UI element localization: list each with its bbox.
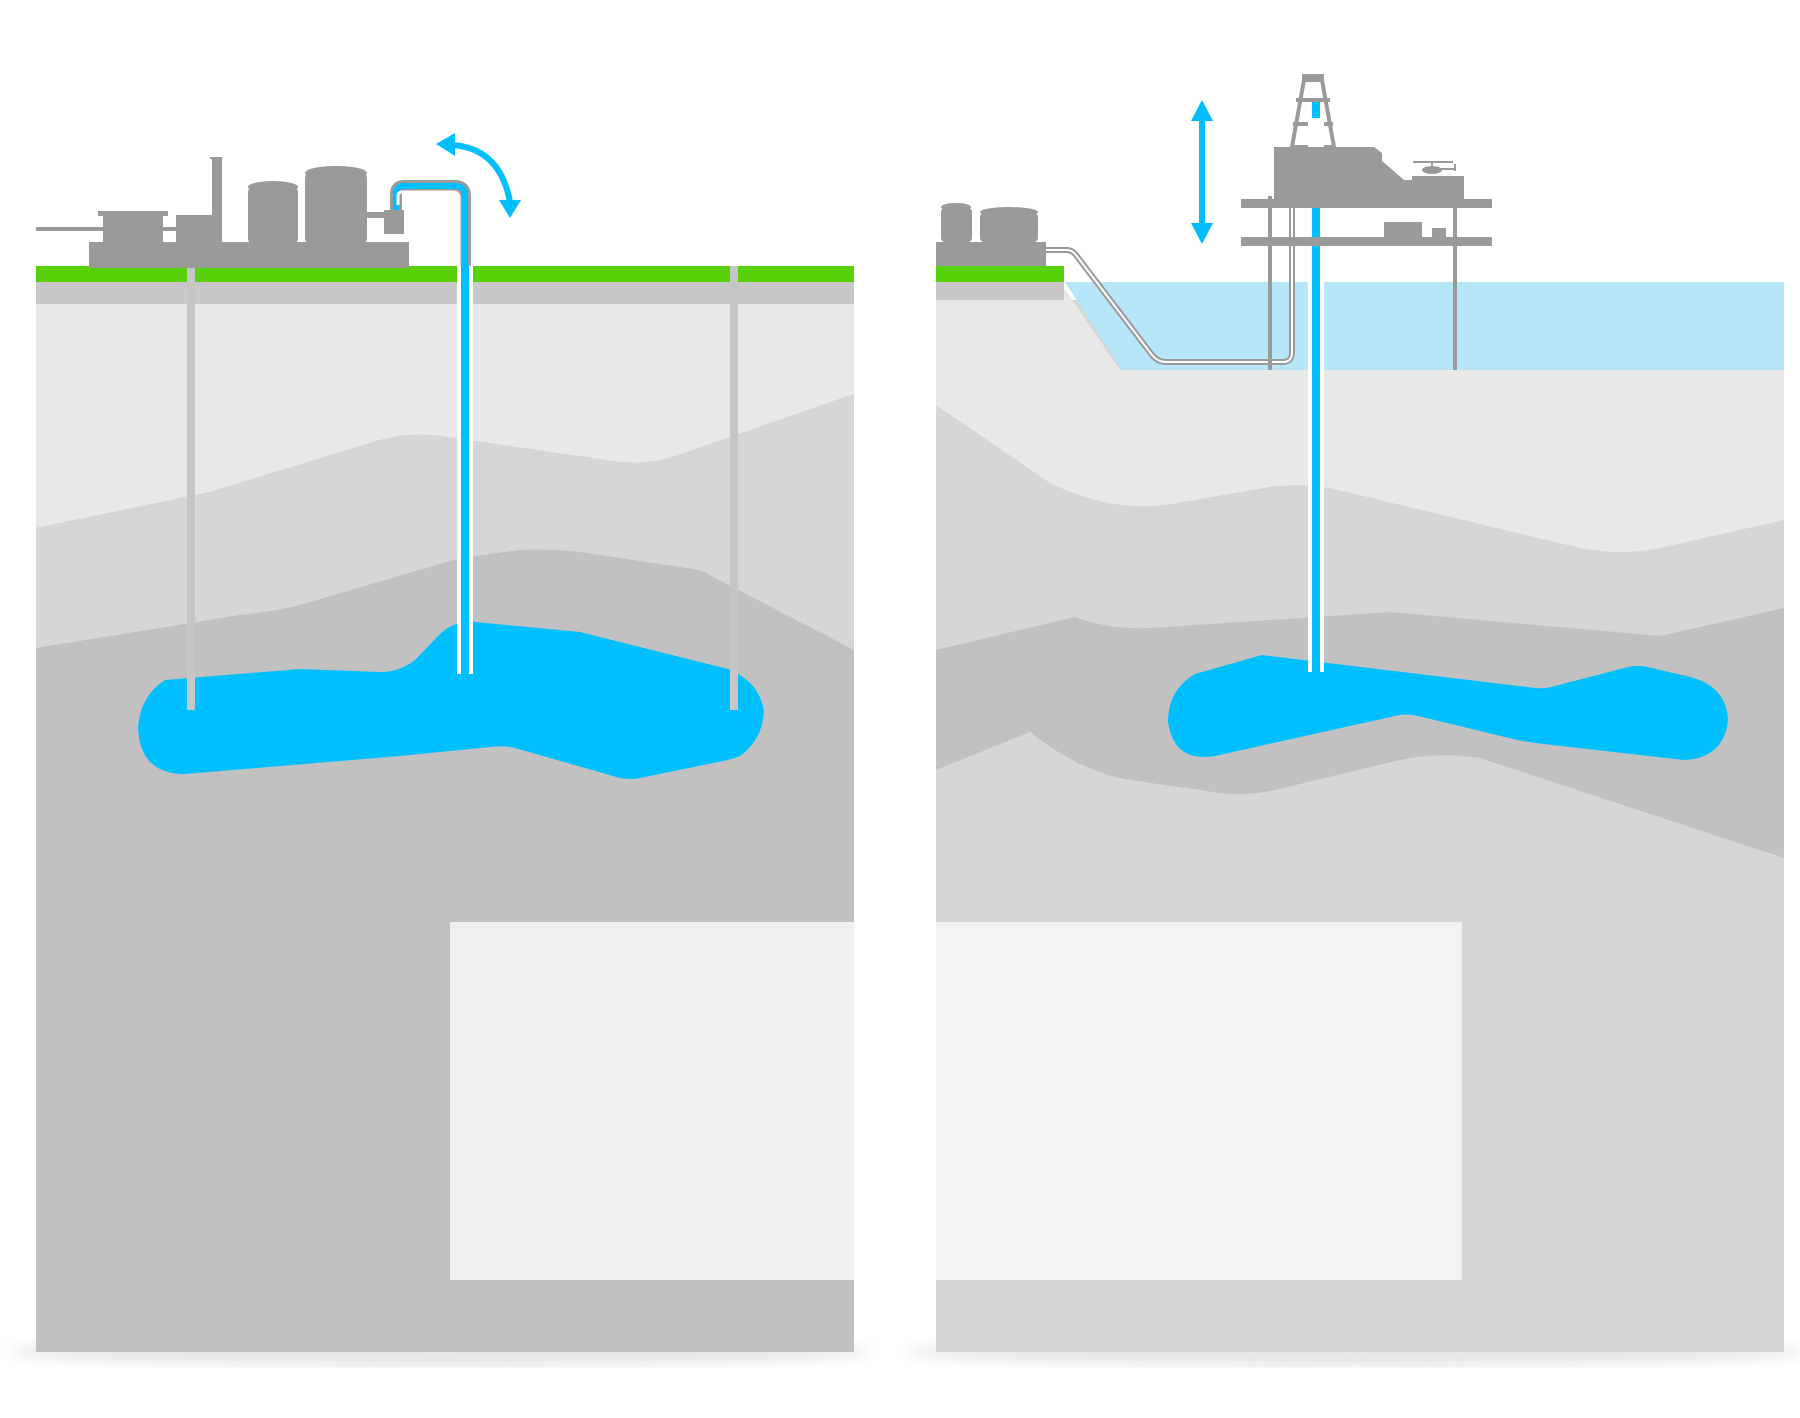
shore-tank-large <box>980 213 1038 242</box>
left-label-text <box>453 924 853 1278</box>
helicopter-icon <box>1413 161 1456 174</box>
lower-module-small <box>1432 228 1446 237</box>
platform-leg-2 <box>1453 196 1457 370</box>
shore-strip <box>936 282 1064 300</box>
chimney <box>212 157 222 215</box>
offshore-panel <box>906 74 1800 1366</box>
tank-small-top <box>248 181 298 193</box>
sea-water <box>1065 282 1784 370</box>
storage-tank-large <box>305 174 367 243</box>
derrick-rung-1 <box>1296 98 1330 102</box>
derrick-pipe-gap <box>1308 118 1324 147</box>
upper-soil-layer <box>36 302 854 528</box>
connector <box>366 212 386 218</box>
platform-upper-deck <box>1241 199 1492 208</box>
right-label-box <box>936 922 1462 1280</box>
pump-housing <box>384 210 404 234</box>
seabed-sediment-layer <box>936 282 1784 552</box>
subsea-pipeline-highlight <box>1046 200 1293 363</box>
shore-base <box>936 242 1046 266</box>
injection-well-pipe <box>461 266 469 674</box>
tank-large-top <box>305 166 367 180</box>
right-label-text <box>938 924 1462 1278</box>
shore-facility <box>936 203 1046 266</box>
wellhead-pipe-flow <box>393 183 468 266</box>
shore-tank-large-top <box>980 207 1038 217</box>
offshore-platform <box>1241 74 1492 370</box>
vertical-double-arrow-icon <box>1191 100 1213 244</box>
monitoring-well-left <box>187 266 195 710</box>
storage-tank-small <box>248 188 298 243</box>
derrick-top <box>1302 74 1324 80</box>
onshore-plant <box>36 157 409 268</box>
middle-rock-layer <box>36 394 854 650</box>
wellhead-pipe-highlight <box>396 190 461 266</box>
chimney-top <box>210 157 216 159</box>
offshore-aquifer <box>1168 655 1728 760</box>
shore-grass <box>936 266 1064 282</box>
platform-leg-1 <box>1268 196 1272 370</box>
platform-roof-slope <box>1340 147 1404 180</box>
surface-strip <box>36 282 854 304</box>
plant-base <box>89 242 409 268</box>
building-roof <box>98 211 168 216</box>
building-small <box>176 215 222 243</box>
platform-annex <box>1382 180 1412 199</box>
helideck <box>1412 176 1464 199</box>
shore-tank-small-top <box>941 203 971 211</box>
building <box>103 215 163 243</box>
platform-lower-deck <box>1241 237 1492 246</box>
offshore-well-pipe <box>1312 100 1320 672</box>
reservoir-rock-layer <box>936 608 1784 858</box>
onshore-aquifer <box>138 621 764 779</box>
grass-surface <box>36 266 854 282</box>
left-label-box <box>450 922 854 1280</box>
shore-tank-small <box>941 208 972 242</box>
lower-module <box>1384 222 1422 237</box>
curved-double-arrow-icon <box>436 133 521 218</box>
monitoring-well-right <box>730 266 738 710</box>
